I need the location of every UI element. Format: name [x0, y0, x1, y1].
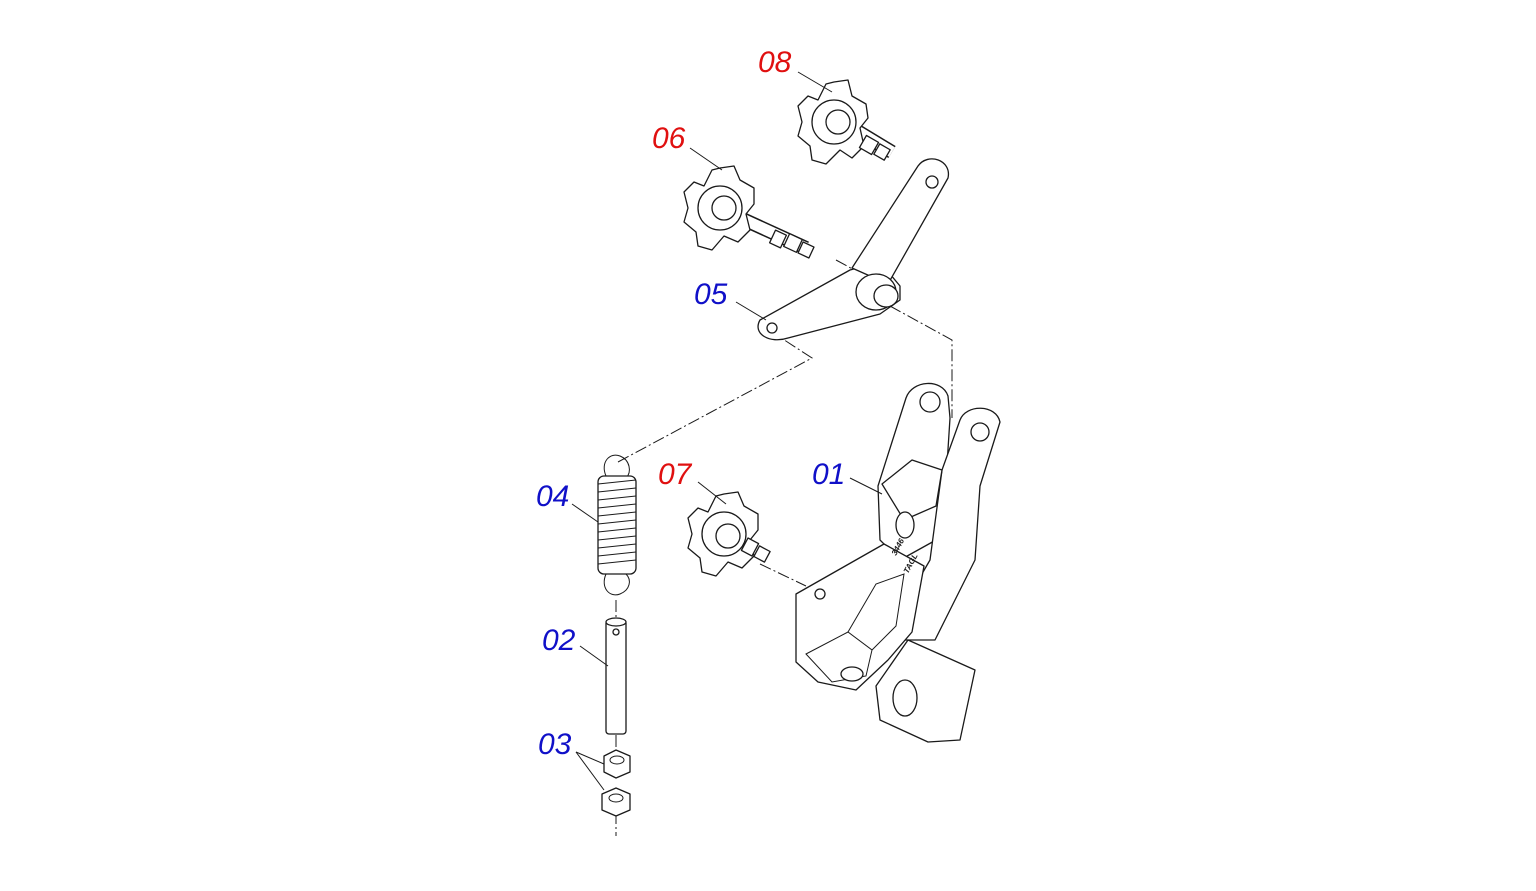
- leader-lines: [571, 71, 883, 791]
- callout-02: 02: [542, 624, 576, 657]
- callout-labels: 08 06 05 07 01 04 02 03: [536, 46, 845, 761]
- callout-01: 01: [812, 458, 845, 491]
- sprocket-part-07: [687, 491, 771, 577]
- callout-06: 06: [652, 122, 686, 155]
- callout-03: 03: [538, 728, 572, 761]
- sprocket-part-06: [683, 165, 815, 259]
- bracket-part-01: 3446 TAGL: [795, 382, 1001, 743]
- callout-05: 05: [694, 278, 728, 311]
- nuts-part-03: [601, 749, 631, 817]
- callout-08: 08: [758, 46, 792, 79]
- spring-part-04: [597, 454, 637, 596]
- pin-part-02: [605, 617, 627, 735]
- callout-07: 07: [658, 458, 693, 491]
- sprocket-part-08: [797, 79, 896, 165]
- callout-04: 04: [536, 480, 569, 513]
- lever-arm-part-05: [757, 158, 949, 341]
